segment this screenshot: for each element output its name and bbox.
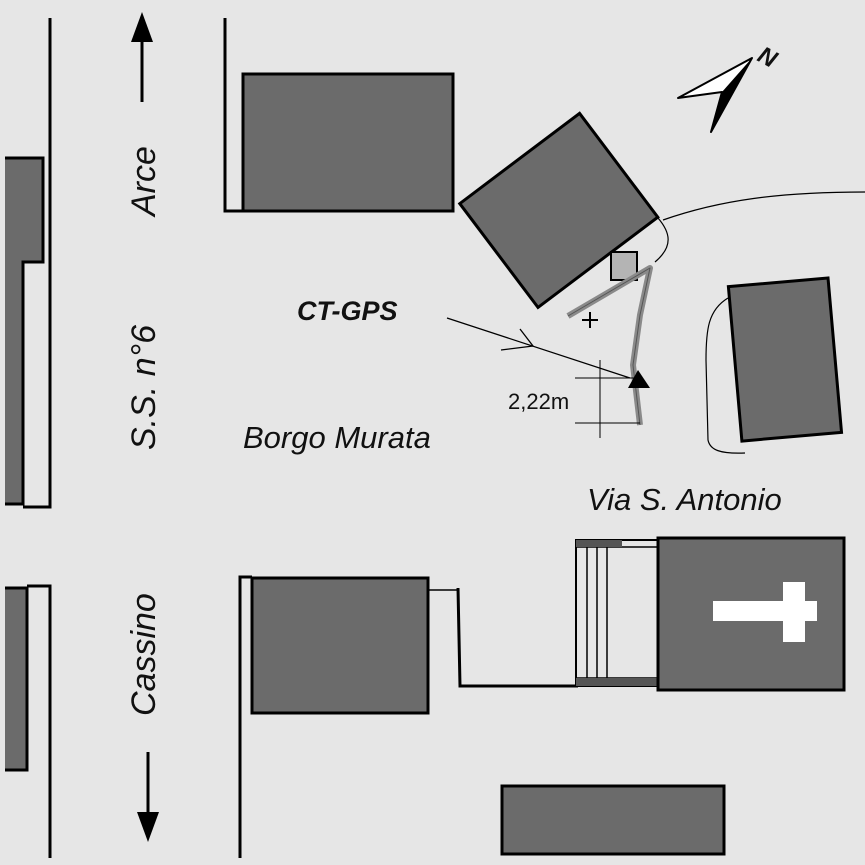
building-bottom (500, 784, 726, 856)
enclosure-outline (705, 297, 746, 454)
leader-arrow (446, 317, 631, 379)
label-arce: Arce (125, 146, 163, 218)
arrow-up-icon (131, 12, 153, 102)
north-arrow-icon: N (677, 41, 782, 133)
station-marker-icon (628, 370, 650, 388)
label-cassino: Cassino (125, 593, 163, 716)
label-road-number: S.S. n°6 (125, 325, 163, 450)
arrow-down-icon (137, 752, 159, 842)
road-edge-right-bottom (238, 575, 252, 858)
building-rotated (457, 111, 660, 310)
label-offset: 2,22m (508, 389, 569, 414)
building-bottom-center (250, 576, 430, 715)
courtyard-wall (456, 587, 578, 688)
reference-cross-icon (582, 312, 598, 328)
road-edge-left-bottom (27, 584, 52, 858)
dimension-marker (575, 360, 640, 438)
building-right (726, 276, 844, 443)
north-label: N (753, 41, 782, 73)
church-steps (575, 539, 659, 687)
label-via-s-antonio: Via S. Antonio (587, 482, 782, 517)
lane-corner (654, 217, 669, 263)
building-left-bottom (5, 586, 29, 772)
lane-curve (662, 191, 865, 221)
building-left-top (5, 156, 45, 506)
road-edge-right-top (223, 18, 243, 213)
building-top-center (241, 72, 455, 213)
road-edge-left-top (23, 18, 52, 509)
label-station: CT-GPS (297, 296, 398, 326)
label-borgo-murata: Borgo Murata (243, 420, 431, 455)
church-cross-icon (713, 582, 817, 642)
